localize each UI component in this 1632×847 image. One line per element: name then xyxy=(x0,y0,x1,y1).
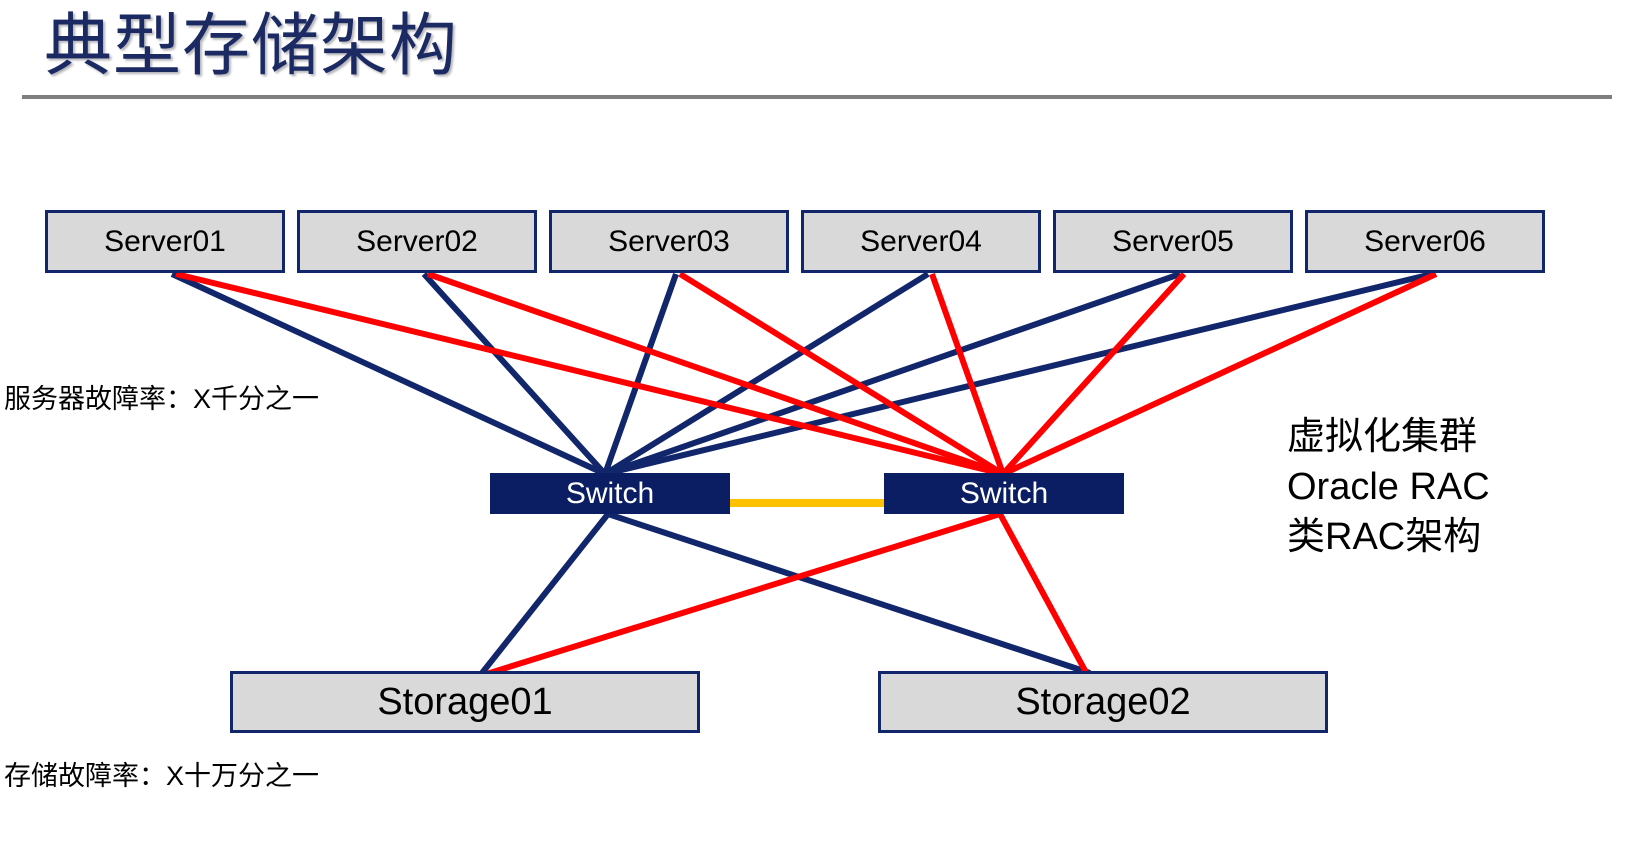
link-switch-right-storage01 xyxy=(479,511,1001,679)
server-label: Server03 xyxy=(608,224,730,258)
switch-box-left[interactable]: Switch xyxy=(490,473,730,514)
server-box-3[interactable]: Server03 xyxy=(549,210,789,273)
switch-label: Switch xyxy=(565,476,655,510)
server-to-left-switch-links xyxy=(170,271,1433,477)
link-server04-switch-right xyxy=(929,272,1006,476)
link-server06-switch-left xyxy=(604,271,1433,477)
storage-label: Storage02 xyxy=(1015,680,1191,723)
server-label: Server01 xyxy=(104,224,226,258)
server-box-6[interactable]: Server06 xyxy=(1305,210,1545,273)
switch-label: Switch xyxy=(959,476,1049,510)
server-label: Server06 xyxy=(1364,224,1486,258)
link-server04-switch-left xyxy=(603,271,930,477)
server-label: Server05 xyxy=(1112,224,1234,258)
link-server01-switch-right xyxy=(175,271,1004,477)
server-to-right-switch-links xyxy=(175,271,1438,477)
server-box-1[interactable]: Server01 xyxy=(45,210,285,273)
server-box-4[interactable]: Server04 xyxy=(801,210,1041,273)
link-switch-right-storage02 xyxy=(997,512,1091,678)
server-box-2[interactable]: Server02 xyxy=(297,210,537,273)
cluster-type-line-3: 类RAC架构 xyxy=(1287,516,1482,558)
link-server06-switch-right xyxy=(1001,271,1438,477)
page-title: 典型存储架构 xyxy=(44,8,459,84)
link-server02-switch-right xyxy=(427,271,1004,477)
right-switch-to-storage-links xyxy=(479,511,1091,679)
link-server03-switch-left xyxy=(602,272,679,476)
title-divider xyxy=(22,95,1612,99)
cluster-type-line-2: Oracle RAC xyxy=(1287,466,1490,508)
server-box-5[interactable]: Server05 xyxy=(1053,210,1293,273)
switch-box-right[interactable]: Switch xyxy=(884,473,1124,514)
storage-box-2[interactable]: Storage02 xyxy=(878,671,1328,733)
cluster-type-line-1: 虚拟化集群 xyxy=(1287,416,1478,458)
link-server02-switch-left xyxy=(421,271,608,477)
server-failure-rate-note: 服务器故障率：X千分之一 xyxy=(4,384,320,414)
link-switch-left-storage02 xyxy=(607,511,1091,676)
link-server05-switch-right xyxy=(1000,271,1187,477)
storage-failure-rate-note: 存储故障率：X十万分之一 xyxy=(4,761,320,791)
server-label: Server02 xyxy=(356,224,478,258)
cluster-type-note: 虚拟化集群 Oracle RAC 类RAC架构 xyxy=(1287,412,1490,562)
storage-label: Storage01 xyxy=(377,680,553,723)
link-server01-switch-left xyxy=(170,271,607,477)
link-switch-left-storage01 xyxy=(479,512,611,675)
storage-box-1[interactable]: Storage01 xyxy=(230,671,700,733)
server-label: Server04 xyxy=(860,224,982,258)
link-server05-switch-left xyxy=(604,271,1181,477)
left-switch-to-storage-links xyxy=(479,511,1091,676)
link-server03-switch-right xyxy=(678,271,1005,477)
